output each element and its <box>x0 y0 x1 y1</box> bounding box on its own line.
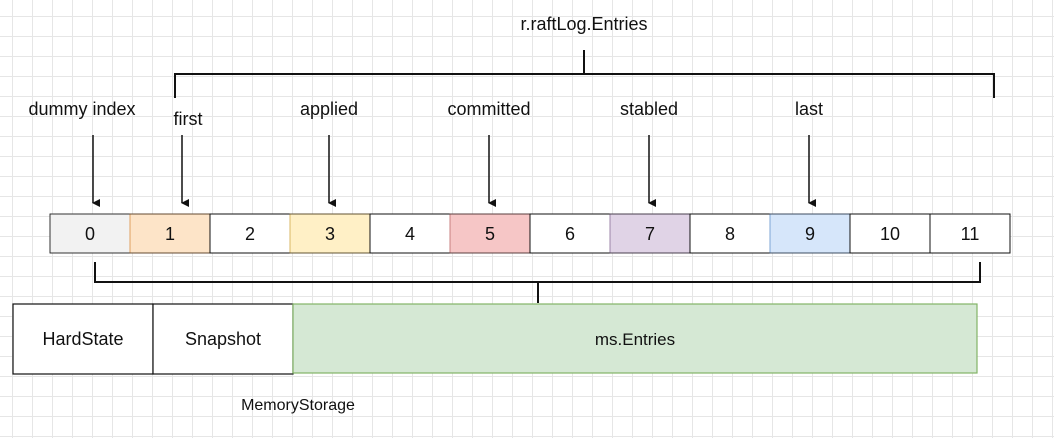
log-entry-index: 6 <box>565 224 575 244</box>
log-entry-1: 1 <box>129 213 211 254</box>
pointer-committed: committed <box>447 99 531 207</box>
log-entry-cell <box>929 213 1011 254</box>
log-entry-index: 2 <box>245 224 255 244</box>
memory-storage: HardState Snapshot ms.Entries <box>12 303 978 375</box>
log-entry-index: 9 <box>805 224 815 244</box>
log-entries: 0 1 2 3 4 5 6 7 8 9 10 11 <box>49 213 1011 254</box>
log-entry-2: 2 <box>209 213 291 254</box>
log-entry-3: 3 <box>289 213 371 254</box>
log-entry-6: 6 <box>529 213 611 254</box>
log-entry-cell <box>849 213 931 254</box>
log-entry-4: 4 <box>369 213 451 254</box>
log-entry-cell <box>289 213 371 254</box>
log-entries-outline <box>49 213 1011 254</box>
log-entry-index: 1 <box>165 224 175 244</box>
pointer-label: dummy index <box>28 99 135 119</box>
log-entry-index: 11 <box>961 224 980 244</box>
pointer-stabled: stabled <box>620 99 678 207</box>
hardstate-label: HardState <box>42 329 123 349</box>
pointer-first: first <box>174 109 203 207</box>
pointer-group: dummy index first applied committed stabled l… <box>28 99 823 207</box>
log-entry-cell <box>129 213 211 254</box>
memory-storage-caption: MemoryStorage <box>241 397 355 414</box>
log-entry-0: 0 <box>49 213 131 254</box>
snapshot-box <box>152 303 294 375</box>
storage-bracket <box>94 262 981 303</box>
raftlog-title: r.raftLog.Entries <box>520 14 647 34</box>
log-entry-index: 10 <box>880 224 900 244</box>
log-entry-10: 10 <box>849 213 931 254</box>
log-entry-index: 7 <box>645 224 655 244</box>
log-entry-cell <box>369 213 451 254</box>
pointer-label: stabled <box>620 99 678 119</box>
log-entry-index: 3 <box>325 224 335 244</box>
log-entry-cell <box>209 213 291 254</box>
pointer-applied: applied <box>300 99 358 207</box>
log-entry-11: 11 <box>929 213 1011 254</box>
log-entry-9: 9 <box>769 213 851 254</box>
log-entry-index: 4 <box>405 224 415 244</box>
pointer-last: last <box>795 99 823 207</box>
ms-entries-label: ms.Entries <box>595 330 675 349</box>
log-entry-index: 8 <box>725 224 735 244</box>
snapshot-label: Snapshot <box>185 329 261 349</box>
log-entry-cell <box>449 213 531 254</box>
log-entry-8: 8 <box>689 213 771 254</box>
pointer-label: first <box>174 109 203 129</box>
pointer-label: last <box>795 99 823 119</box>
pointer-label: applied <box>300 99 358 119</box>
log-entry-7: 7 <box>609 213 691 254</box>
ms-entries-box <box>292 303 978 374</box>
log-entry-index: 5 <box>485 224 495 244</box>
pointer-dummy-index: dummy index <box>28 99 136 207</box>
log-entry-5: 5 <box>449 213 531 254</box>
log-entry-index: 0 <box>85 224 95 244</box>
pointer-label: committed <box>447 99 530 119</box>
raftlog-bracket <box>174 50 995 98</box>
